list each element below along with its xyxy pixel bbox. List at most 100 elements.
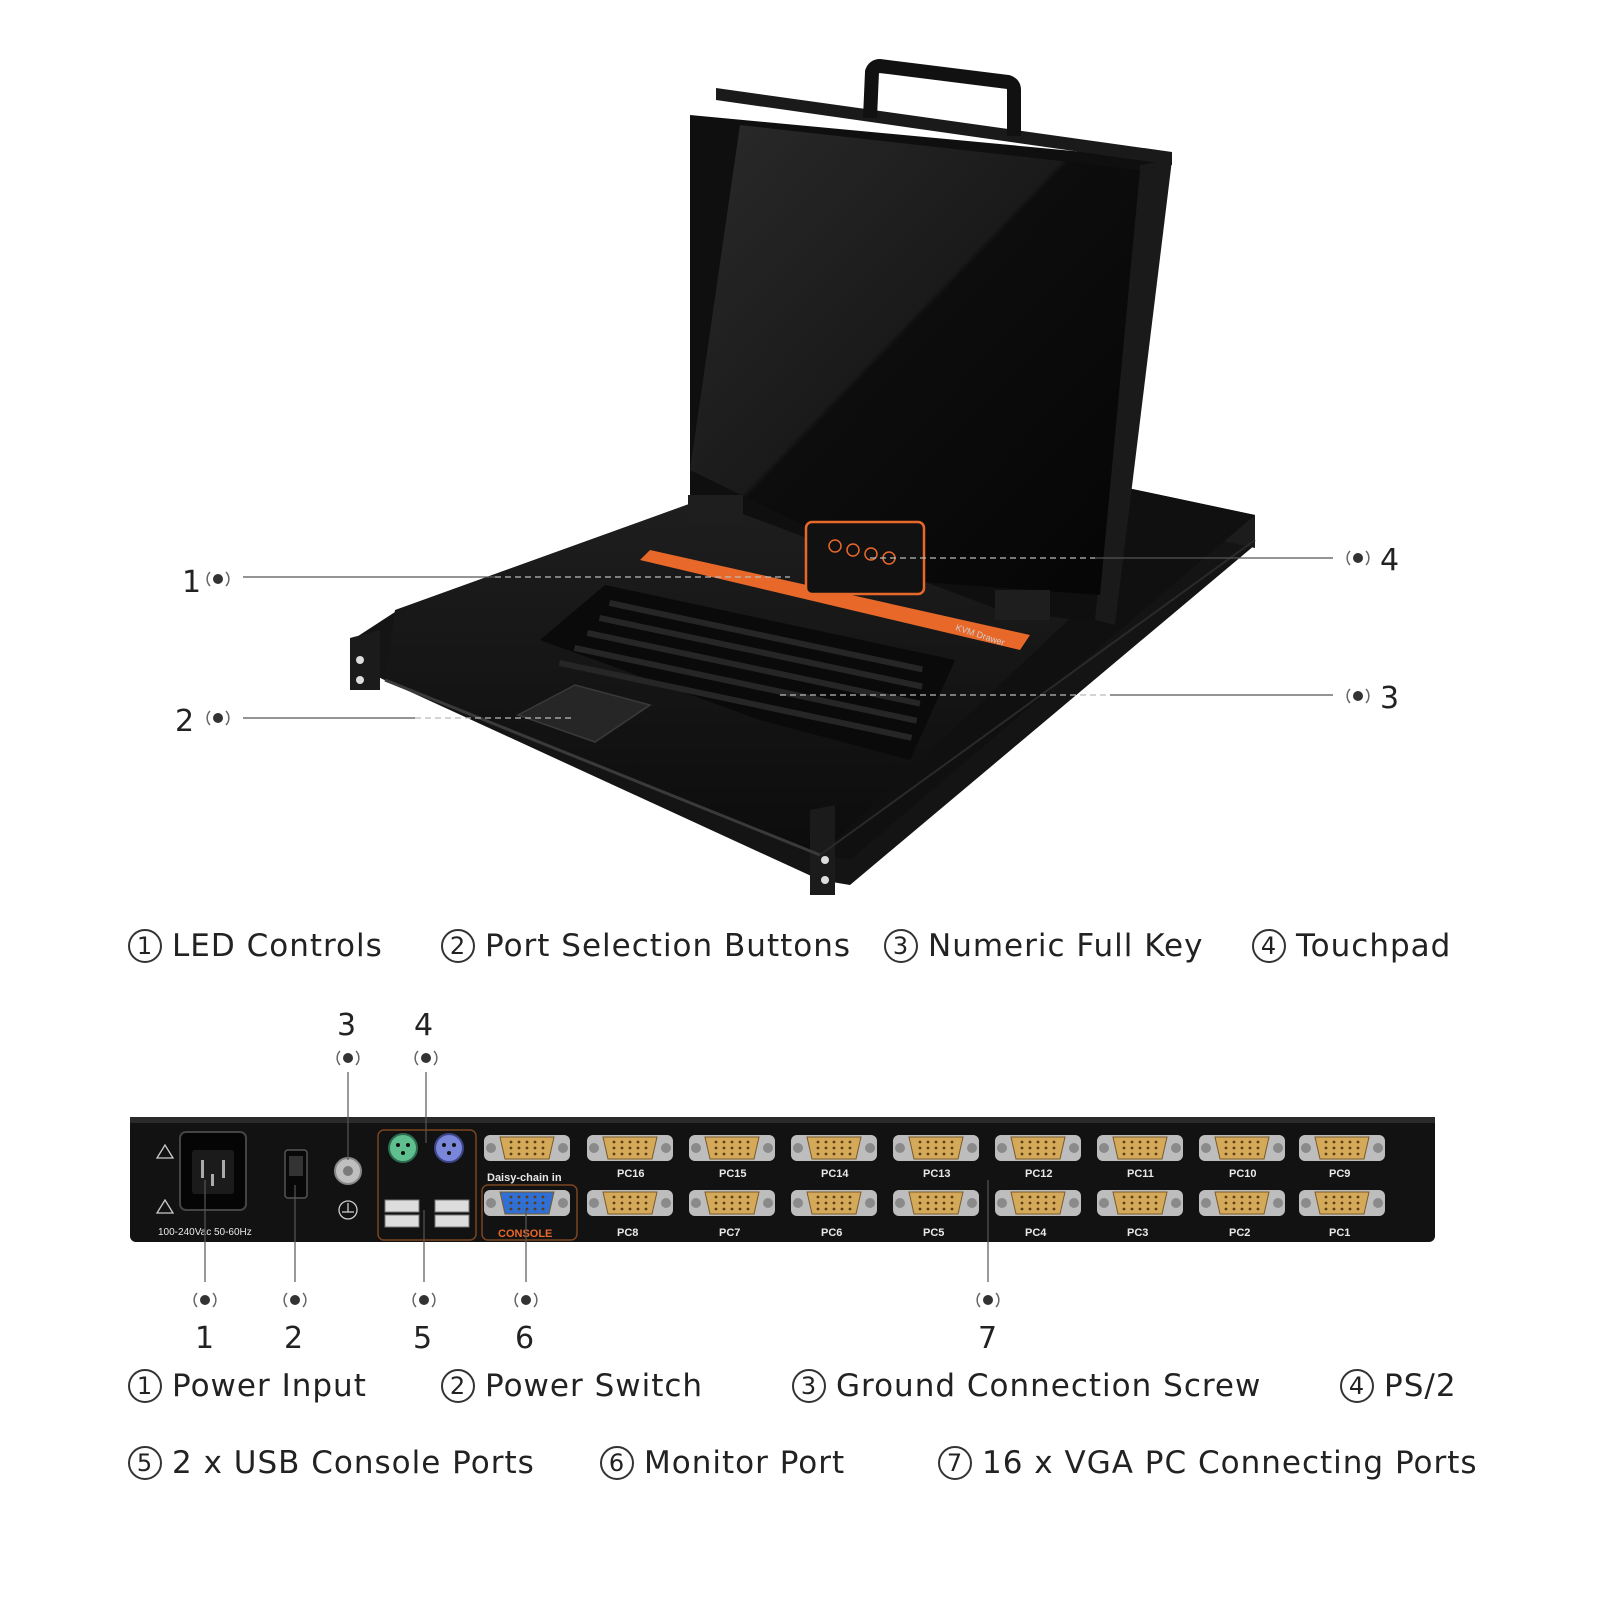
callout-number-rear-4: 4 xyxy=(414,1008,433,1043)
legend-item-ground-connection-screw: 3 Ground Connection Screw xyxy=(792,1368,1261,1404)
legend-number: 5 xyxy=(128,1446,162,1480)
vga-pc-port: PC9 xyxy=(1299,1135,1385,1180)
callout-marker xyxy=(514,1292,538,1308)
legend-number: 3 xyxy=(884,929,918,963)
vga-pc-port: PC11 xyxy=(1097,1135,1183,1180)
callout-marker xyxy=(414,1050,438,1066)
legend-item-usb-console-ports: 5 2 x USB Console Ports xyxy=(128,1445,535,1481)
callout-marker xyxy=(283,1292,307,1308)
legend-number: 2 xyxy=(441,929,475,963)
console-label: CONSOLE xyxy=(498,1228,552,1240)
vga-pc-port: PC3 xyxy=(1097,1190,1183,1239)
port-label: PC7 xyxy=(719,1227,740,1239)
legend-label: LED Controls xyxy=(172,928,383,964)
vga-pc-port: PC12 xyxy=(995,1135,1081,1180)
port-label: PC3 xyxy=(1127,1227,1148,1239)
usb-port xyxy=(384,1199,420,1213)
legend-item-monitor-port: 6 Monitor Port xyxy=(600,1445,845,1481)
usb-port xyxy=(434,1214,470,1228)
ground-icon xyxy=(338,1200,358,1220)
monitor-handle xyxy=(863,58,1021,136)
callout-number-rear-7: 7 xyxy=(978,1321,997,1356)
legend-number: 4 xyxy=(1252,929,1286,963)
daisy-chain-port xyxy=(484,1135,570,1161)
port-label: PC9 xyxy=(1329,1168,1350,1180)
callout-marker xyxy=(976,1292,1000,1308)
legend-label: Numeric Full Key xyxy=(928,928,1204,964)
vga-pc-port: PC7 xyxy=(689,1190,775,1239)
port-label: PC4 xyxy=(1025,1227,1047,1239)
vga-pc-port: PC6 xyxy=(791,1190,877,1239)
port-label: PC6 xyxy=(821,1227,842,1239)
legend-number: 1 xyxy=(128,929,162,963)
led-control-panel xyxy=(804,520,926,596)
legend-label: Power Input xyxy=(172,1368,367,1404)
usb-port xyxy=(384,1214,420,1228)
legend-number: 7 xyxy=(938,1446,972,1480)
vga-pc-port: PC15 xyxy=(689,1135,775,1180)
ps2-mouse-port xyxy=(388,1133,418,1163)
callout-marker-top-3 xyxy=(1346,688,1370,704)
callout-number-rear-6: 6 xyxy=(515,1321,534,1356)
port-label: PC10 xyxy=(1229,1168,1257,1180)
legend-label: Monitor Port xyxy=(644,1445,846,1481)
port-label: PC11 xyxy=(1127,1168,1154,1180)
usb-port xyxy=(434,1199,470,1213)
vga-pc-port: PC5 xyxy=(893,1190,979,1239)
callout-number-rear-1: 1 xyxy=(195,1321,214,1356)
accent-strip xyxy=(640,550,1030,650)
callout-marker xyxy=(336,1050,360,1066)
legend-label: 16 x VGA PC Connecting Ports xyxy=(982,1445,1478,1481)
vga-pc-port: PC4 xyxy=(995,1190,1081,1239)
legend-item-power-input: 1 Power Input xyxy=(128,1368,367,1404)
legend-label: PS/2 xyxy=(1384,1368,1457,1404)
vga-pc-port: PC1 xyxy=(1299,1190,1385,1239)
vga-pc-port: PC2 xyxy=(1199,1190,1285,1239)
vga-pc-port: PC14 xyxy=(791,1135,877,1180)
monitor-screen xyxy=(690,125,1140,595)
warning-icon xyxy=(155,1143,175,1159)
legend-number: 6 xyxy=(600,1446,634,1480)
callout-marker-top-2 xyxy=(206,710,230,726)
port-label: PC16 xyxy=(617,1168,645,1180)
port-label: PC13 xyxy=(923,1168,951,1180)
ps2-keyboard-port xyxy=(434,1133,464,1163)
top-callout-lines xyxy=(243,557,1333,719)
console-monitor-port xyxy=(484,1190,570,1216)
bottom-callout-lines xyxy=(204,1072,989,1282)
touchpad xyxy=(516,684,652,743)
callout-number-rear-2: 2 xyxy=(284,1321,303,1356)
vga-pc-port: PC10 xyxy=(1199,1135,1285,1180)
vga-pc-port: PC16 xyxy=(587,1135,673,1180)
vga-pc-port: PC13 xyxy=(893,1135,979,1180)
callout-number-rear-5: 5 xyxy=(413,1321,432,1356)
legend-item-vga-pc-ports: 7 16 x VGA PC Connecting Ports xyxy=(938,1445,1478,1481)
legend-number: 2 xyxy=(441,1369,475,1403)
legend-label: Port Selection Buttons xyxy=(485,928,852,964)
legend-item-port-selection-buttons: 2 Port Selection Buttons xyxy=(441,928,851,964)
warning-icon xyxy=(155,1198,175,1214)
port-label: PC1 xyxy=(1329,1227,1350,1239)
legend-number: 4 xyxy=(1340,1369,1374,1403)
callout-number-top-2: 2 xyxy=(175,704,194,739)
port-label: PC5 xyxy=(923,1227,944,1239)
legend-label: 2 x USB Console Ports xyxy=(172,1445,535,1481)
kvm-drawer-illustration: KVM Drawer xyxy=(350,58,1256,895)
callout-number-top-3: 3 xyxy=(1380,681,1399,716)
callout-marker-top-1 xyxy=(206,571,230,587)
callout-marker-top-4 xyxy=(1346,550,1370,566)
legend-label: Ground Connection Screw xyxy=(836,1368,1262,1404)
callout-number-top-1: 1 xyxy=(182,565,201,600)
legend-label: Power Switch xyxy=(485,1368,704,1404)
port-label: PC15 xyxy=(719,1168,747,1180)
legend-item-ps2: 4 PS/2 xyxy=(1340,1368,1457,1404)
callout-number-top-4: 4 xyxy=(1380,543,1399,578)
vga-pc-port: PC8 xyxy=(587,1190,673,1239)
legend-number: 3 xyxy=(792,1369,826,1403)
legend-label: Touchpad xyxy=(1296,928,1452,964)
daisy-chain-label: Daisy-chain in xyxy=(487,1172,562,1184)
legend-item-numeric-full-key: 3 Numeric Full Key xyxy=(884,928,1203,964)
callout-number-rear-3: 3 xyxy=(337,1008,356,1043)
callout-marker xyxy=(193,1292,217,1308)
port-label: PC2 xyxy=(1229,1227,1250,1239)
